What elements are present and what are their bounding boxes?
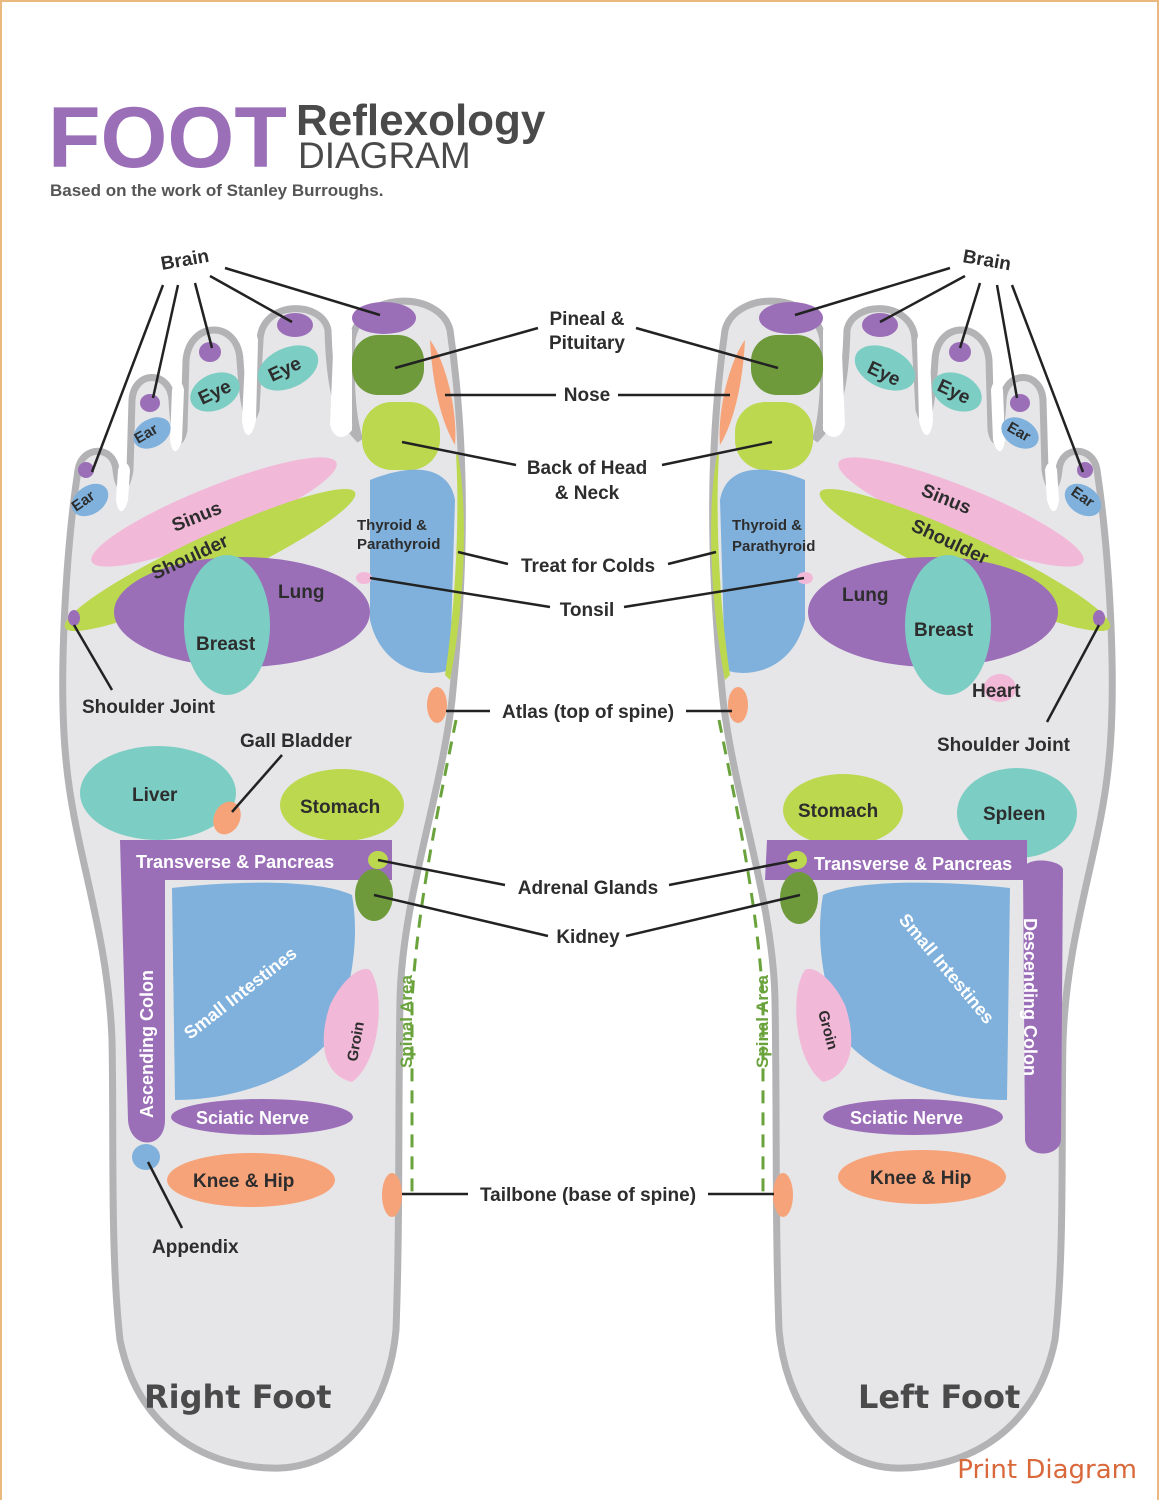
left-label-sciatic: Sciatic Nerve (850, 1108, 963, 1128)
label-back-head-1: Back of Head (527, 458, 647, 479)
left-label-thyroid-2: Parathyroid (732, 538, 815, 555)
right-label-knee-hip: Knee & Hip (193, 1171, 294, 1192)
left-label-descending-colon: Descending Colon (1020, 918, 1040, 1076)
title-diagram: DIAGRAM (298, 135, 471, 176)
label-tailbone: Tailbone (base of spine) (480, 1185, 696, 1206)
header: FOOT Reflexology DIAGRAM Based on the wo… (48, 90, 546, 200)
right-back-head-zone (362, 402, 440, 470)
label-back-head-2: & Neck (555, 483, 620, 504)
print-diagram-link[interactable]: Print Diagram (957, 1455, 1137, 1485)
right-label-thyroid-1: Thyroid & (357, 517, 427, 534)
left-label-thyroid-1: Thyroid & (732, 517, 802, 534)
right-pineal-zone (352, 335, 424, 395)
subtitle: Based on the work of Stanley Burroughs. (50, 181, 383, 200)
right-label-breast: Breast (196, 634, 256, 655)
right-brain-zone (352, 302, 416, 334)
left-label-stomach: Stomach (798, 801, 878, 822)
title-foot: FOOT (48, 90, 287, 186)
left-foot-caption: Left Foot (858, 1378, 1020, 1416)
right-thyroid-zone (370, 470, 455, 673)
label-nose: Nose (564, 385, 610, 406)
left-label-spleen: Spleen (983, 804, 1045, 825)
left-brain-zone (759, 302, 823, 334)
label-treat-colds: Treat for Colds (521, 556, 655, 577)
label-tonsil: Tonsil (560, 600, 615, 621)
left-pineal-zone (751, 335, 823, 395)
right-foot-caption: Right Foot (144, 1378, 332, 1416)
left-foot: Brain Eye Eye Ear Ear Sinus Shoulder Thy… (711, 246, 1120, 1468)
right-label-thyroid-2: Parathyroid (357, 536, 440, 553)
left-shoulder-joint-zone (1093, 610, 1105, 626)
right-label-liver: Liver (132, 785, 178, 806)
label-adrenal: Adrenal Glands (518, 878, 658, 899)
right-tonsil-zone (356, 572, 372, 584)
left-label-spinal-area: Spinal Area (753, 975, 772, 1068)
right-label-ascending-colon: Ascending Colon (137, 970, 157, 1118)
left-atlas-zone (728, 687, 748, 723)
right-foot: Brain Eye Eye Ear Ear Sinus Shoulder Thy… (55, 246, 464, 1468)
left-label-breast: Breast (914, 620, 974, 641)
left-label-lung: Lung (842, 585, 888, 606)
right-label-appendix: Appendix (152, 1237, 239, 1258)
right-label-sciatic: Sciatic Nerve (196, 1108, 309, 1128)
label-pineal-2: Pituitary (549, 333, 625, 354)
right-label-brain: Brain (159, 246, 210, 275)
right-label-transverse: Transverse & Pancreas (136, 852, 334, 872)
left-label-transverse: Transverse & Pancreas (814, 854, 1012, 874)
left-label-heart: Heart (972, 681, 1021, 702)
left-back-head-zone (735, 402, 813, 470)
label-pineal-1: Pineal & (550, 309, 625, 330)
left-brain-toe4 (1010, 394, 1030, 412)
right-label-lung: Lung (278, 582, 324, 603)
left-label-knee-hip: Knee & Hip (870, 1168, 971, 1189)
label-kidney: Kidney (556, 927, 620, 948)
right-shoulder-joint-zone (68, 610, 80, 626)
left-tailbone-zone (773, 1173, 793, 1217)
right-label-shoulder-joint: Shoulder Joint (82, 697, 216, 718)
left-label-shoulder-joint: Shoulder Joint (937, 735, 1071, 756)
right-brain-toe4 (140, 394, 160, 412)
left-label-brain: Brain (961, 246, 1012, 275)
right-label-gall-bladder: Gall Bladder (240, 731, 353, 752)
left-thyroid-zone (720, 470, 805, 673)
right-atlas-zone (427, 687, 447, 723)
label-atlas: Atlas (top of spine) (502, 702, 674, 723)
right-tailbone-zone (382, 1173, 402, 1217)
right-breast-zone (184, 555, 270, 695)
right-appendix-zone (132, 1144, 160, 1170)
right-label-spinal-area: Spinal Area (397, 975, 416, 1068)
right-label-stomach: Stomach (300, 797, 380, 818)
